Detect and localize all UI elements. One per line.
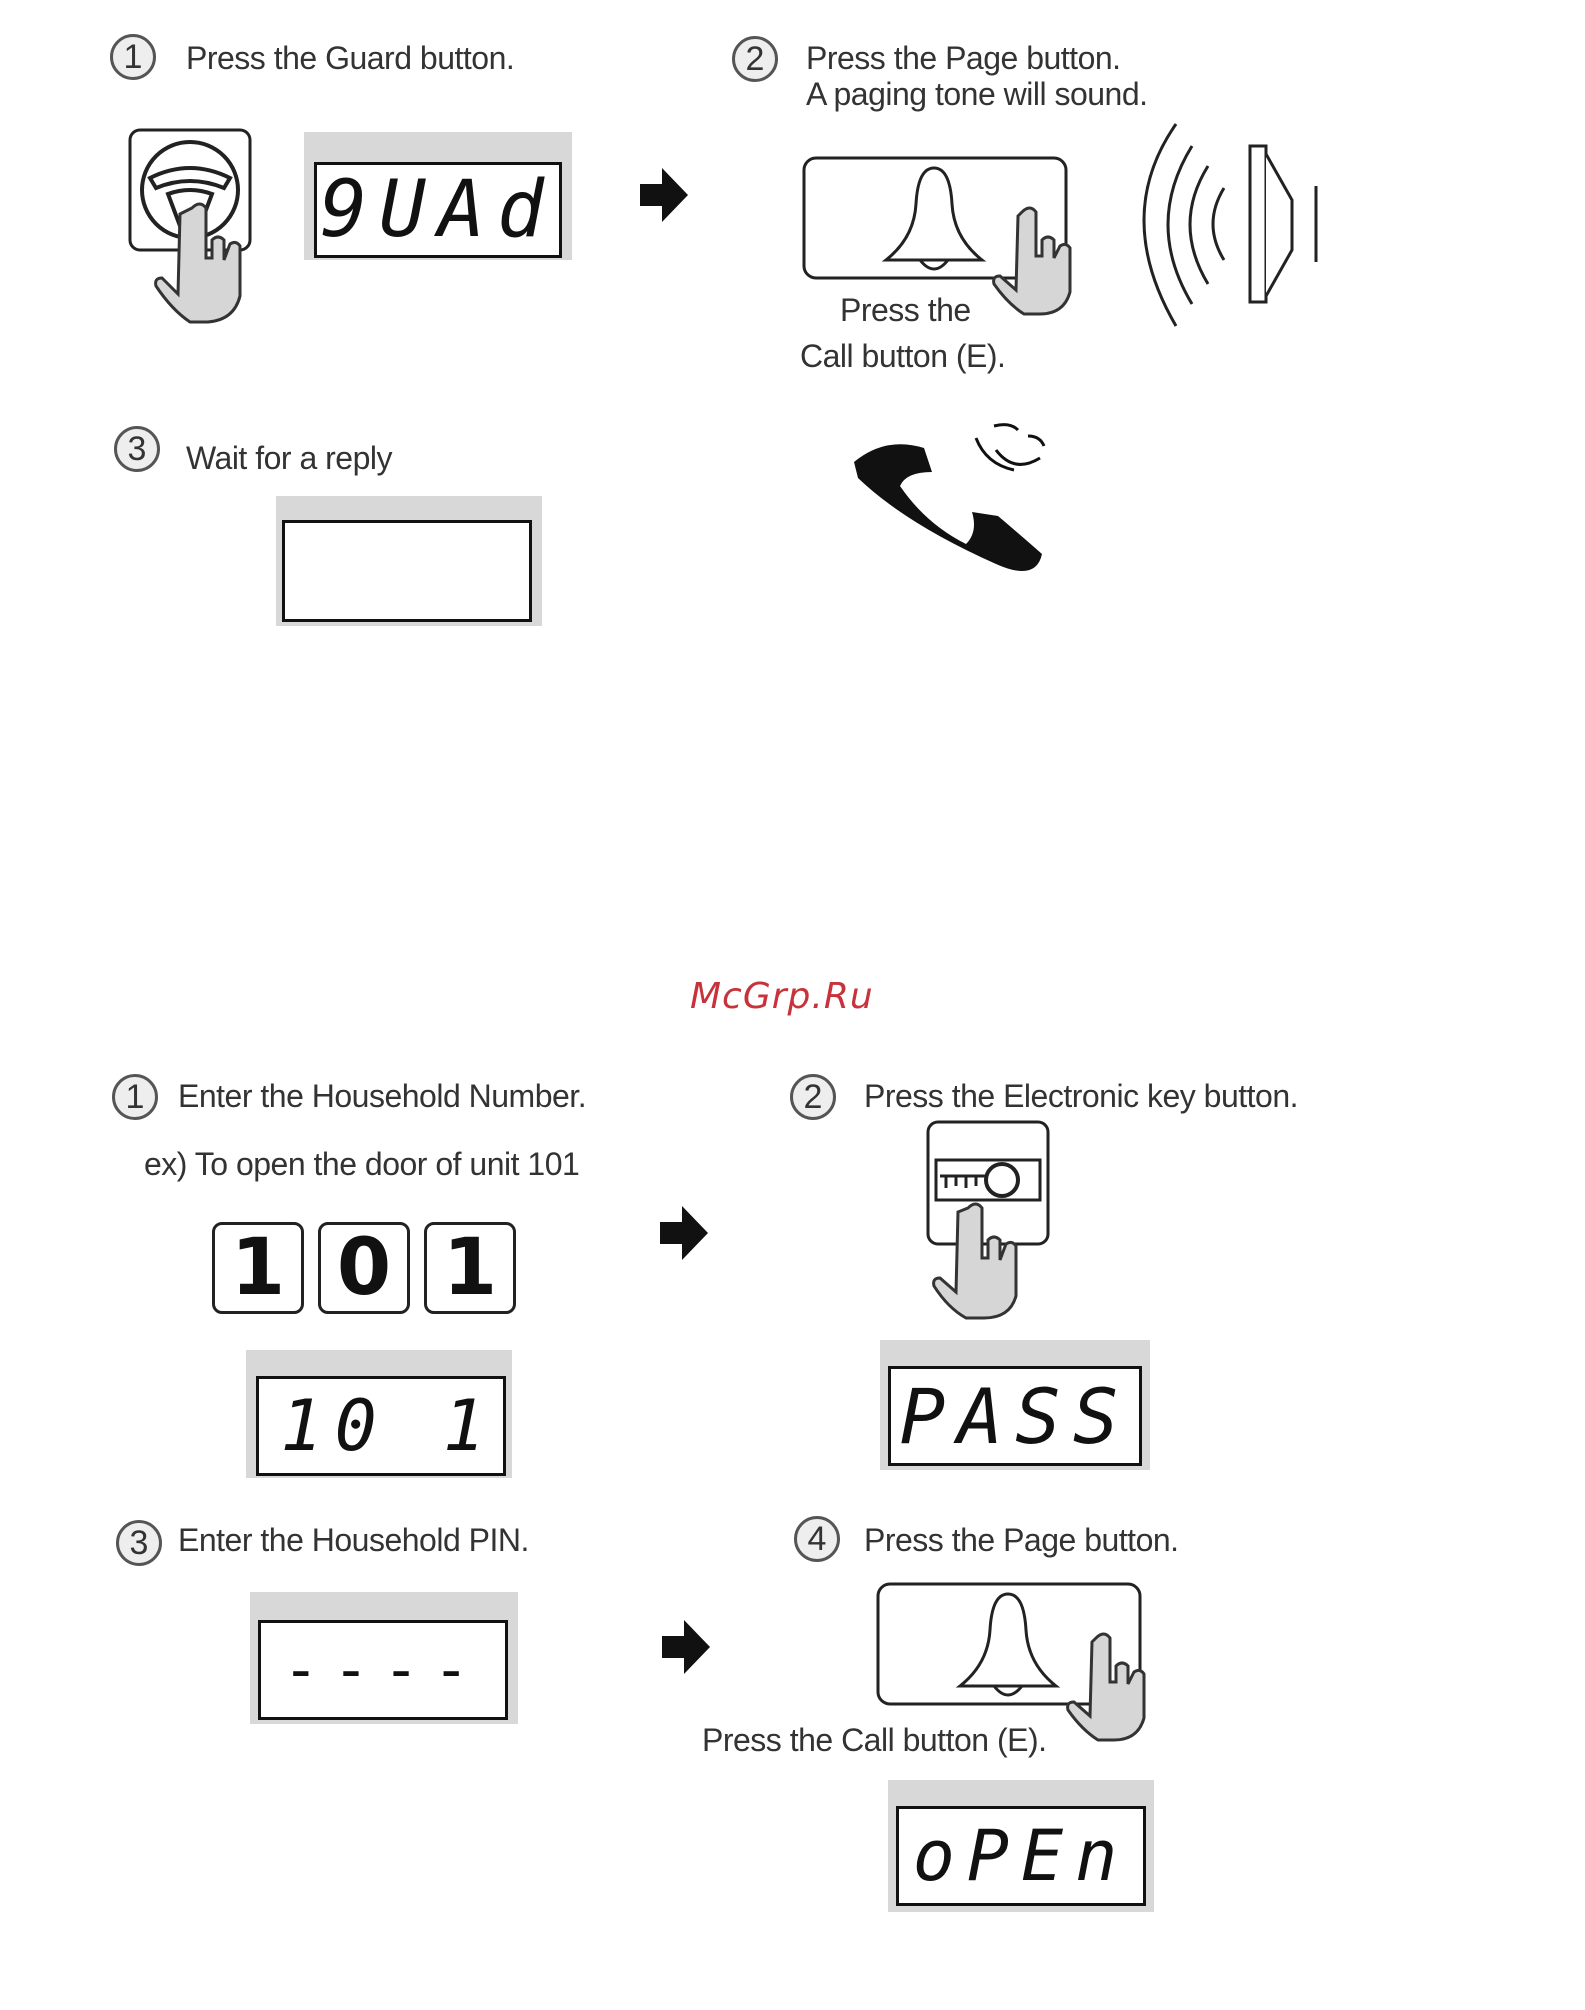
lcd-display-pin: ---- xyxy=(258,1620,508,1720)
step-2-tone-note: A paging tone will sound. xyxy=(806,76,1148,112)
door-step-4-instruction: Press the Page button. xyxy=(864,1522,1179,1558)
lcd-display-number: 10 1 xyxy=(256,1376,506,1476)
step-1-instruction: Press the Guard button. xyxy=(186,40,515,76)
call-button-bell-icon xyxy=(802,156,1072,316)
keypad-key-1: 1 xyxy=(212,1222,304,1314)
step-number-2: 2 xyxy=(732,36,778,82)
arrow-right-icon xyxy=(640,168,688,222)
door-step-number-2: 2 xyxy=(790,1074,836,1120)
step-2-instruction: Press the Page button. xyxy=(806,40,1121,76)
step-3-instruction: Wait for a reply xyxy=(186,440,392,476)
lcd-display-pass: PASS xyxy=(888,1366,1142,1466)
call-button-caption-line2: Call button (E). xyxy=(800,338,1006,374)
door-step-2-instruction: Press the Electronic key button. xyxy=(864,1078,1299,1114)
speaker-sound-icon xyxy=(1142,123,1318,327)
door-step-number-4: 4 xyxy=(794,1516,840,1562)
arrow-right-icon-2 xyxy=(660,1206,708,1260)
lcd-display-wait xyxy=(282,520,532,622)
door-step-number-1: 1 xyxy=(112,1074,158,1120)
door-call-button-caption: Press the Call button (E). xyxy=(702,1722,1047,1758)
door-step-1-example: ex) To open the door of unit 101 xyxy=(144,1146,580,1182)
step-number-3: 3 xyxy=(114,426,160,472)
arrow-right-icon-3 xyxy=(662,1620,710,1674)
electronic-key-button-icon xyxy=(926,1120,1050,1320)
call-button-caption-line1: Press the xyxy=(840,292,971,328)
phone-handset-icon xyxy=(854,423,1046,572)
door-step-3-instruction: Enter the Household PIN. xyxy=(178,1522,529,1558)
keypad-key-1b: 1 xyxy=(424,1222,516,1314)
lcd-display-guard: 9UAd xyxy=(314,162,562,258)
lcd-display-open: oPEn xyxy=(896,1806,1146,1906)
watermark-text: McGrp.Ru xyxy=(690,976,874,1017)
step-number-1: 1 xyxy=(110,34,156,80)
pointing-hand-icon xyxy=(154,202,242,324)
door-step-1-instruction: Enter the Household Number. xyxy=(178,1078,587,1114)
door-step-number-3: 3 xyxy=(116,1520,162,1566)
keypad-key-0: 0 xyxy=(318,1222,410,1314)
call-button-bell-icon-2 xyxy=(876,1582,1146,1742)
